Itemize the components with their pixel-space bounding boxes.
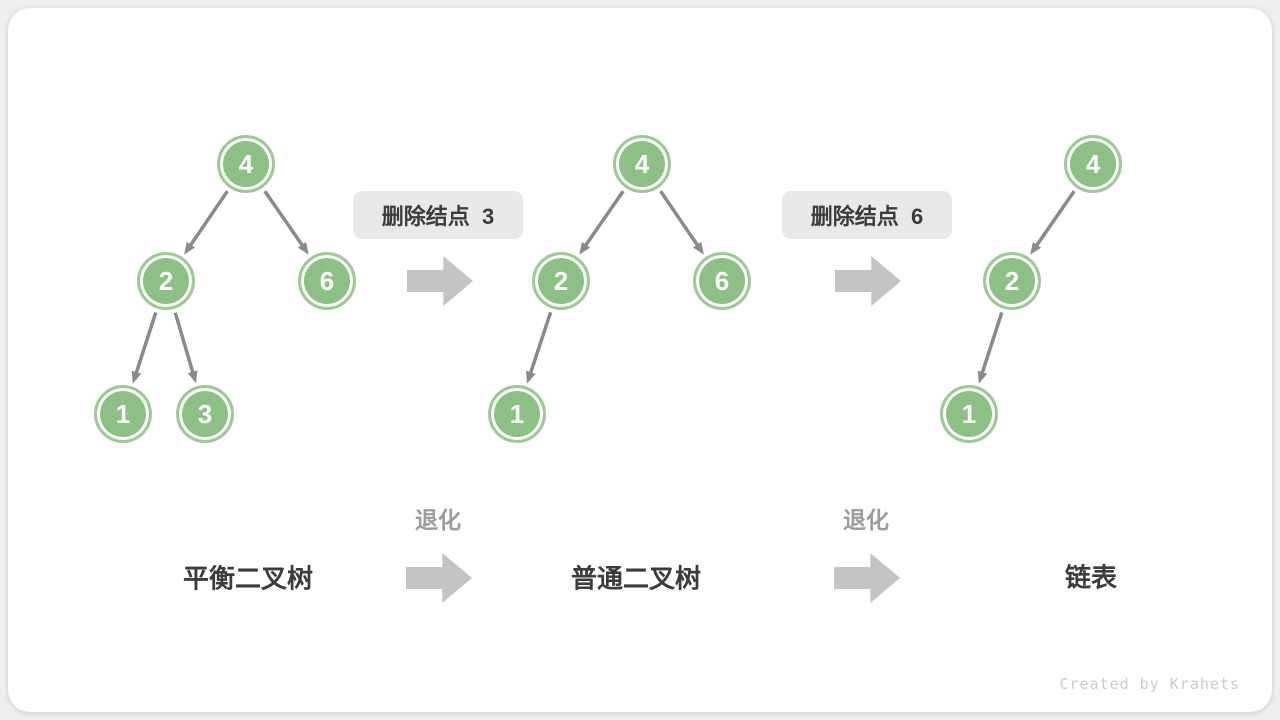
tree2-node-1: 1 bbox=[488, 385, 546, 443]
diagram-card bbox=[8, 8, 1272, 712]
tree1-node-6: 6 bbox=[298, 252, 356, 310]
caption-degrade-1: 退化 bbox=[415, 507, 461, 533]
tree1-node-1: 1 bbox=[94, 385, 152, 443]
caption-degrade-2: 退化 bbox=[843, 507, 889, 533]
tree1-node-3: 3 bbox=[176, 385, 234, 443]
caption-balanced-binary-tree: 平衡二叉树 bbox=[182, 563, 314, 594]
caption-ordinary-binary-tree: 普通二叉树 bbox=[570, 563, 702, 594]
tree1-node-4: 4 bbox=[217, 135, 275, 193]
tree2-node-2: 2 bbox=[532, 252, 590, 310]
op-label-delete-node-6: 删除结点 6 bbox=[782, 191, 952, 239]
tree2-node-6: 6 bbox=[693, 252, 751, 310]
op-label-delete-node-3: 删除结点 3 bbox=[353, 191, 523, 239]
tree3-node-2: 2 bbox=[983, 252, 1041, 310]
tree1-node-2: 2 bbox=[137, 252, 195, 310]
tree3-node-4: 4 bbox=[1064, 135, 1122, 193]
tree3-node-1: 1 bbox=[940, 385, 998, 443]
caption-linked-list: 链表 bbox=[1064, 562, 1118, 593]
tree2-node-4: 4 bbox=[613, 135, 671, 193]
watermark-credit: Created by Krahets bbox=[1059, 675, 1240, 693]
